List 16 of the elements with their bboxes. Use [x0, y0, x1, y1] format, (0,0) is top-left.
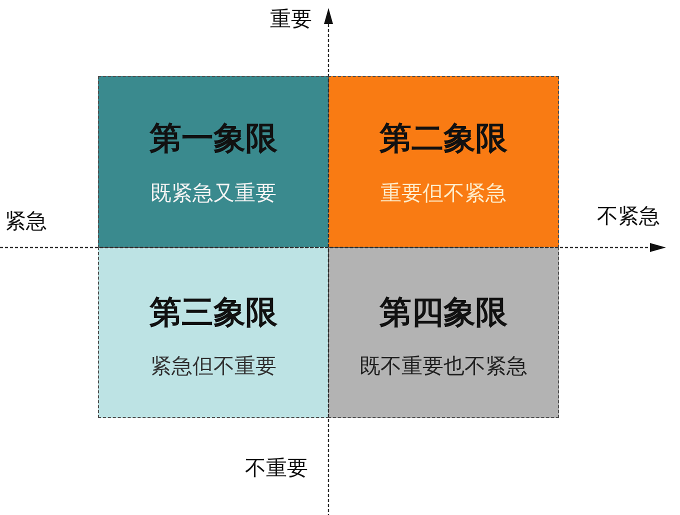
- quadrant-description: 既紧急又重要: [150, 180, 276, 206]
- quadrant-panel: [98, 247, 329, 418]
- quadrant-title: 第二象限: [380, 120, 508, 157]
- axis-label: 不紧急: [597, 204, 660, 228]
- quadrant-title: 第一象限: [150, 120, 278, 157]
- quadrant-panel: [328, 76, 559, 248]
- quadrant-panel: [328, 247, 559, 418]
- quadrant-description: 既不重要也不紧急: [360, 354, 528, 380]
- quadrant-title: 第四象限: [380, 294, 508, 330]
- axis-label: 不重要: [245, 456, 308, 480]
- axis-label: 重要: [270, 7, 312, 32]
- quadrant-title: 第三象限: [150, 294, 278, 330]
- quadrant-description: 重要但不紧急: [380, 180, 506, 206]
- quadrant-description: 紧急但不重要: [150, 354, 276, 380]
- quadrant-panel: [98, 76, 329, 248]
- axis-label: 紧急: [5, 209, 47, 234]
